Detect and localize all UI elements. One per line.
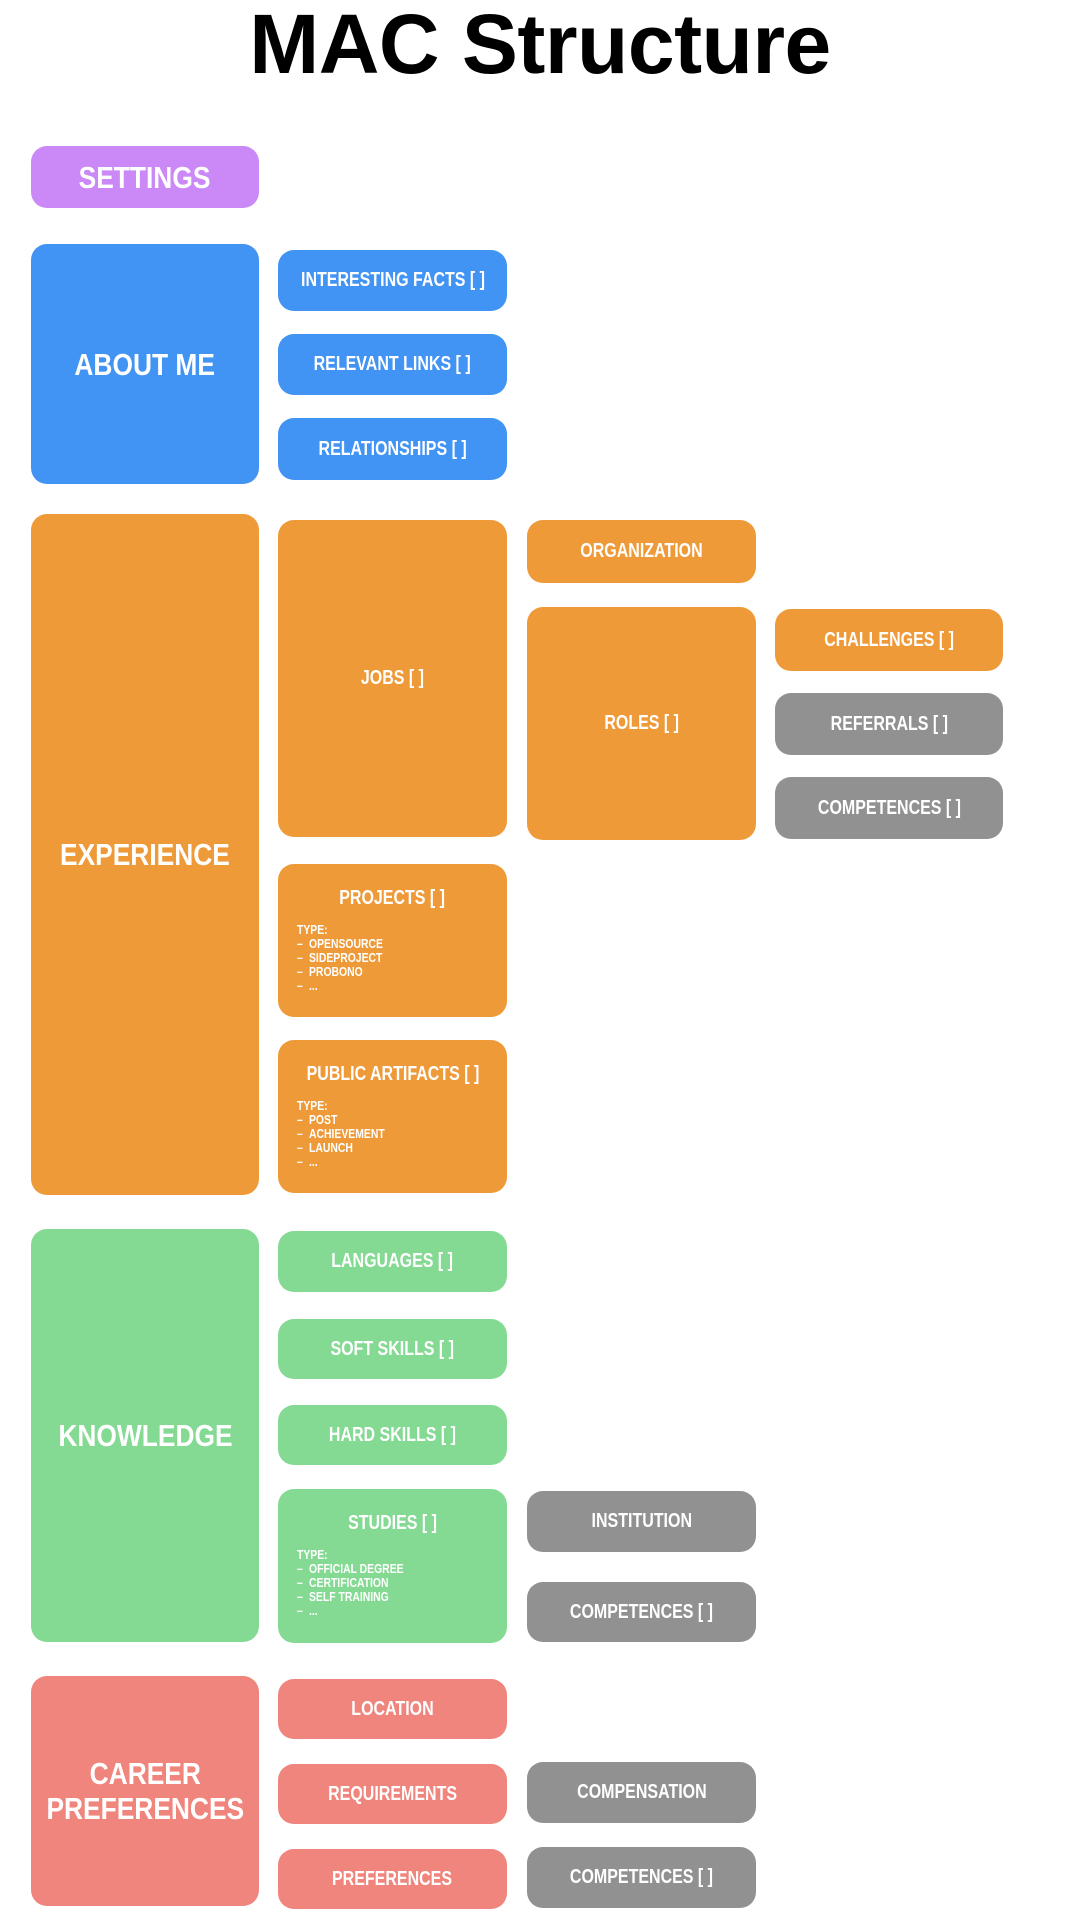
organization-label: ORGANIZATION (580, 540, 703, 562)
languages-node[interactable]: LANGUAGES [ ] (278, 1231, 507, 1292)
roles-competences-node[interactable]: COMPETENCES [ ] (775, 777, 1003, 839)
settings-label: SETTINGS (79, 159, 211, 195)
type-item: –... (297, 979, 507, 993)
studies-type-list: TYPE: –OFFICIAL DEGREE –CERTIFICATION –S… (297, 1548, 507, 1618)
experience-node[interactable]: EXPERIENCE (31, 514, 259, 1195)
requirements-node[interactable]: REQUIREMENTS (278, 1764, 507, 1824)
dash-bullet: – (297, 1603, 303, 1618)
hard-skills-node[interactable]: HARD SKILLS [ ] (278, 1405, 507, 1465)
career-preferences-label: CAREER PREFERENCES (46, 1756, 244, 1826)
requirements-label: REQUIREMENTS (328, 1782, 457, 1805)
organization-node[interactable]: ORGANIZATION (527, 520, 756, 583)
type-item: –LAUNCH (297, 1141, 507, 1155)
relationships-node[interactable]: RELATIONSHIPS [ ] (278, 418, 507, 480)
dash-bullet: – (297, 978, 303, 993)
type-item: –PROBONO (297, 965, 507, 979)
roles-competences-label: COMPETENCES [ ] (817, 796, 961, 819)
type-item: –SIDEPROJECT (297, 951, 507, 965)
knowledge-node[interactable]: KNOWLEDGE (31, 1229, 259, 1642)
type-heading: TYPE: (297, 922, 328, 937)
career-competences-label: COMPETENCES [ ] (569, 1866, 714, 1888)
public-artifacts-node[interactable]: PUBLIC ARTIFACTS [ ] TYPE: –POST –ACHIEV… (278, 1040, 507, 1193)
type-item-label: LAUNCH (309, 1140, 353, 1155)
type-item: –OFFICIAL DEGREE (297, 1562, 507, 1576)
type-item: –SELF TRAINING (297, 1590, 507, 1604)
type-heading: TYPE: (297, 1098, 328, 1113)
settings-node[interactable]: SETTINGS (31, 146, 259, 208)
location-label: LOCATION (351, 1697, 434, 1720)
experience-label: EXPERIENCE (60, 837, 230, 872)
preferences-label: PREFERENCES (332, 1867, 453, 1890)
relevant-links-label: RELEVANT LINKS [ ] (313, 353, 472, 375)
institution-node[interactable]: INSTITUTION (527, 1491, 756, 1552)
type-item-label: ... (309, 1603, 318, 1618)
type-item: –... (297, 1155, 507, 1169)
type-item-label: OPENSOURCE (309, 936, 383, 951)
about-me-node[interactable]: ABOUT ME (31, 244, 259, 484)
jobs-node[interactable]: JOBS [ ] (278, 520, 507, 837)
dash-bullet: – (297, 1575, 303, 1590)
preferences-node[interactable]: PREFERENCES (278, 1849, 507, 1909)
challenges-node[interactable]: CHALLENGES [ ] (775, 609, 1003, 671)
knowledge-label: KNOWLEDGE (57, 1418, 233, 1453)
interesting-facts-node[interactable]: INTERESTING FACTS [ ] (278, 250, 507, 311)
public-artifacts-label: PUBLIC ARTIFACTS [ ] (306, 1063, 479, 1085)
projects-type-list: TYPE: –OPENSOURCE –SIDEPROJECT –PROBONO … (297, 923, 507, 993)
relevant-links-node[interactable]: RELEVANT LINKS [ ] (278, 334, 507, 395)
institution-label: INSTITUTION (591, 1510, 692, 1532)
jobs-label: JOBS [ ] (360, 667, 425, 689)
hard-skills-label: HARD SKILLS [ ] (328, 1423, 457, 1446)
type-item-label: OFFICIAL DEGREE (309, 1561, 404, 1576)
type-item-label: ... (309, 1154, 318, 1169)
studies-competences-node[interactable]: COMPETENCES [ ] (527, 1582, 756, 1642)
type-item-label: POST (309, 1112, 338, 1127)
projects-node[interactable]: PROJECTS [ ] TYPE: –OPENSOURCE –SIDEPROJ… (278, 864, 507, 1017)
career-competences-node[interactable]: COMPETENCES [ ] (527, 1847, 756, 1908)
studies-label: STUDIES [ ] (348, 1512, 437, 1534)
type-item-label: SIDEPROJECT (309, 950, 383, 965)
referrals-node[interactable]: REFERRALS [ ] (775, 693, 1003, 755)
soft-skills-node[interactable]: SOFT SKILLS [ ] (278, 1319, 507, 1379)
studies-competences-label: COMPETENCES [ ] (569, 1600, 714, 1623)
dash-bullet: – (297, 1140, 303, 1155)
projects-label: PROJECTS [ ] (339, 887, 446, 909)
roles-node[interactable]: ROLES [ ] (527, 607, 756, 840)
compensation-label: COMPENSATION (576, 1781, 707, 1803)
roles-label: ROLES [ ] (604, 712, 679, 734)
type-item: –POST (297, 1113, 507, 1127)
type-heading: TYPE: (297, 1547, 328, 1562)
soft-skills-label: SOFT SKILLS [ ] (330, 1337, 455, 1360)
dash-bullet: – (297, 1589, 303, 1604)
dash-bullet: – (297, 1154, 303, 1169)
compensation-node[interactable]: COMPENSATION (527, 1762, 756, 1823)
dash-bullet: – (297, 1561, 303, 1576)
page-title: MAC Structure (249, 0, 831, 91)
dash-bullet: – (297, 950, 303, 965)
dash-bullet: – (297, 1112, 303, 1127)
type-item-label: PROBONO (309, 964, 363, 979)
type-item: –OPENSOURCE (297, 937, 507, 951)
type-item-label: SELF TRAINING (309, 1589, 389, 1604)
challenges-label: CHALLENGES [ ] (824, 628, 954, 651)
type-item-label: ACHIEVEMENT (309, 1126, 385, 1141)
languages-label: LANGUAGES [ ] (331, 1250, 454, 1272)
relationships-label: RELATIONSHIPS [ ] (318, 437, 467, 460)
dash-bullet: – (297, 1126, 303, 1141)
public-artifacts-type-list: TYPE: –POST –ACHIEVEMENT –LAUNCH –... (297, 1099, 507, 1169)
dash-bullet: – (297, 964, 303, 979)
type-item: –CERTIFICATION (297, 1576, 507, 1590)
dash-bullet: – (297, 936, 303, 951)
type-item-label: ... (309, 978, 318, 993)
type-item: –ACHIEVEMENT (297, 1127, 507, 1141)
type-item: –... (297, 1604, 507, 1618)
about-me-label: ABOUT ME (74, 346, 216, 382)
type-item-label: CERTIFICATION (309, 1575, 389, 1590)
referrals-label: REFERRALS [ ] (830, 712, 948, 735)
career-preferences-node[interactable]: CAREER PREFERENCES (31, 1676, 259, 1906)
interesting-facts-label: INTERESTING FACTS [ ] (300, 269, 485, 291)
location-node[interactable]: LOCATION (278, 1679, 507, 1739)
studies-node[interactable]: STUDIES [ ] TYPE: –OFFICIAL DEGREE –CERT… (278, 1489, 507, 1643)
